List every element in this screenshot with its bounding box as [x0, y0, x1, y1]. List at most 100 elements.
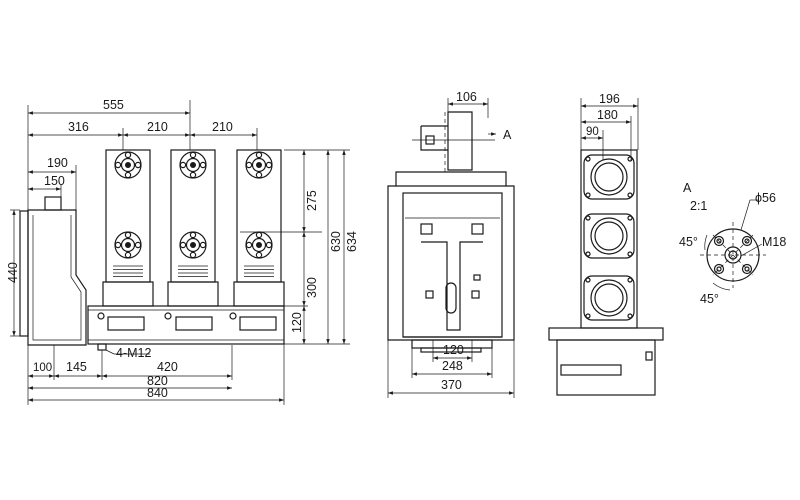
pole-foot — [102, 281, 154, 307]
pole-foot — [167, 281, 219, 307]
dim-190: 190 — [47, 156, 68, 170]
side-view: 106 A — [387, 90, 515, 398]
terminal-bolt — [134, 241, 142, 249]
plan-bushings — [583, 154, 635, 321]
bushing-outer — [590, 217, 628, 255]
terminal-bolt — [255, 251, 263, 259]
dim-630: 630 — [329, 231, 343, 252]
terminal-hub — [125, 242, 131, 248]
terminal-ring — [120, 157, 136, 173]
detail-bolt-core — [716, 266, 722, 272]
pole-foot — [233, 281, 285, 307]
terminal-bolt — [265, 161, 273, 169]
terminal-bolt — [245, 161, 253, 169]
bushing-hole — [585, 251, 591, 257]
detail-label: A — [683, 181, 692, 195]
terminal-bolt — [124, 151, 132, 159]
pole-body — [105, 149, 151, 283]
pole-column — [102, 149, 154, 307]
plan-view: 196 180 90 — [548, 92, 664, 396]
terminal-bolt — [265, 241, 273, 249]
plan-bushing — [583, 213, 635, 259]
front-dims-right: 275 300 120 630 634 — [240, 149, 359, 345]
plan-body — [548, 149, 664, 396]
dim-120-side: 120 — [443, 343, 464, 357]
dim-210-a: 210 — [147, 120, 168, 134]
dim-316: 316 — [68, 120, 89, 134]
bushing-flange — [583, 275, 635, 321]
terminal-bolt — [134, 161, 142, 169]
bushing-hole — [585, 313, 591, 319]
terminal-bolt — [124, 251, 132, 259]
front-dims-top: 555 316 210 210 190 150 — [27, 98, 258, 212]
detail-holes — [713, 235, 753, 275]
side-dims: 120 248 370 — [387, 340, 515, 398]
terminal-bolt — [189, 251, 197, 259]
dim-440: 440 — [6, 262, 20, 283]
terminal-ring — [185, 237, 201, 253]
cabinet-body — [387, 171, 515, 353]
detail-bolt-core — [716, 238, 722, 244]
bushing-inner — [594, 283, 624, 313]
pole-body — [236, 149, 282, 283]
mechanism-housing — [19, 196, 87, 346]
detail-bolt-core — [744, 238, 750, 244]
front-dims-left: 440 — [6, 209, 20, 337]
terminal-ring — [185, 157, 201, 173]
terminal-hub — [256, 162, 262, 168]
terminal-bolt — [179, 161, 187, 169]
front-dims-bottom: 100 145 420 820 840 4-M12 — [27, 344, 285, 405]
terminal-bolt — [255, 171, 263, 179]
dim-275: 275 — [305, 190, 319, 211]
terminal-bolt — [245, 241, 253, 249]
bushing-hole — [585, 215, 591, 221]
bushing-outer — [590, 279, 628, 317]
terminal-ring — [251, 237, 267, 253]
dim-300: 300 — [305, 277, 319, 298]
bushing-hole — [585, 156, 591, 162]
detail-bolt-hole — [713, 235, 725, 247]
terminal-bolt — [124, 231, 132, 239]
bushing-hole — [627, 156, 633, 162]
pole-column — [233, 149, 285, 307]
bushing-hole — [627, 251, 633, 257]
angle-label-2: 45° — [700, 292, 719, 306]
terminal-bolt — [189, 151, 197, 159]
terminal-bolt — [179, 241, 187, 249]
dim-120-front: 120 — [290, 312, 304, 333]
base-frame — [87, 305, 285, 351]
pole-columns — [102, 149, 285, 307]
pole-column — [167, 149, 219, 307]
dim-210-b: 210 — [212, 120, 233, 134]
plan-dims: 196 180 90 — [580, 92, 639, 160]
bushing-hole — [627, 192, 633, 198]
terminal-bolt — [124, 171, 132, 179]
terminal-bolt — [189, 171, 197, 179]
dim-248: 248 — [442, 359, 463, 373]
terminal-bolt — [114, 161, 122, 169]
dim-106: 106 — [456, 90, 477, 104]
plan-bushing — [583, 154, 635, 200]
bushing-flange — [583, 213, 635, 259]
bushing-inner — [594, 162, 624, 192]
bushing-hole — [627, 215, 633, 221]
bushing-outer — [590, 158, 628, 196]
front-view: 555 316 210 210 190 150 440 — [6, 98, 359, 405]
terminal-hub — [125, 162, 131, 168]
bushing-hole — [627, 277, 633, 283]
terminal-ring — [251, 157, 267, 173]
terminal-bolt — [255, 231, 263, 239]
bushing-inner — [594, 221, 624, 251]
phi-56-label: ϕ56 — [755, 191, 776, 205]
plan-bushing — [583, 275, 635, 321]
bushing-hole — [585, 277, 591, 283]
dim-180: 180 — [597, 108, 618, 122]
dim-840: 840 — [147, 386, 168, 400]
terminal-hub — [190, 242, 196, 248]
dim-420: 420 — [157, 360, 178, 374]
detail-a: A 2:1 ϕ56 M18 45° 45° — [679, 181, 786, 306]
terminal-bolt — [114, 241, 122, 249]
dim-555: 555 — [103, 98, 124, 112]
detail-bolt-hole — [713, 263, 725, 275]
